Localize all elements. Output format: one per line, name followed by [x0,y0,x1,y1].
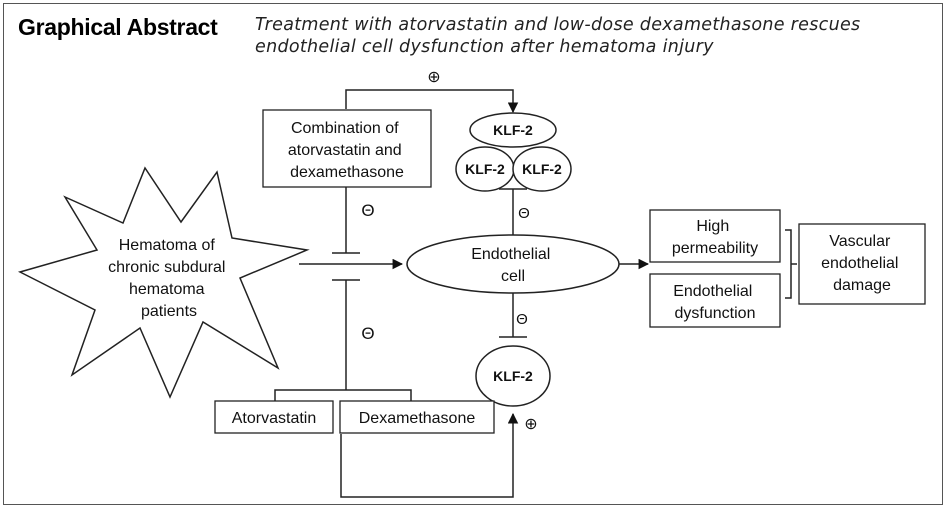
klf2-bottom-label: KLF-2 [493,368,533,384]
klf2-left-label: KLF-2 [465,161,505,177]
plus-icon-bottom: ⊕ [524,416,537,433]
high-permeability-box [649,209,781,263]
title-line-1: Treatment with atorvastatin and low-dose… [255,15,861,35]
dexamethasone-label: Dexamethasone [359,410,476,427]
vascular-damage-line-1: Vascular [829,233,891,250]
high-permeability-line-1: High [696,218,729,235]
combination-box [262,109,432,188]
hematoma-line-3: hematoma [129,281,205,298]
top-feedback-arrow [345,89,519,114]
endothelial-dysfunction-line-1: Endothelial [673,283,752,300]
high-permeability-line-2: permeability [672,240,758,257]
endothelial-dysfunction-box [649,273,781,328]
drug-bracket [274,389,412,401]
hematoma-line-4: patients [141,303,197,320]
vascular-damage-box [798,223,926,305]
endothelial-dysfunction-line-2: dysfunction [675,305,756,322]
bottom-feedback-arrow [340,412,519,498]
hematoma-line-2: chronic subdural [108,259,225,276]
abstract-frame [3,3,943,505]
klf2-right-label: KLF-2 [522,161,562,177]
title-line-2: endothelial cell dysfunction after hemat… [255,37,714,57]
klf2-top-label: KLF-2 [493,122,533,138]
klf2-top-ellipse [469,112,557,148]
minus-icon-klf2-bottom: Θ [516,311,528,328]
vascular-damage-line-2: endothelial [821,255,898,272]
endothelial-cell-label: Endothelial cell [471,246,555,285]
atorvastatin-label: Atorvastatin [232,410,316,427]
hematoma-line-1: Hematoma of [119,237,216,254]
minus-icon-klf2-top: Θ [518,205,530,222]
combination-line-2: atorvastatin and [288,142,402,159]
minus-icon-drugs: Θ [361,324,374,343]
high-permeability-label: High permeability [672,218,758,257]
abstract-title: Treatment with atorvastatin and low-dose… [255,14,935,58]
combination-label: Combination of atorvastatin and dexameth… [288,120,406,181]
graphical-abstract-heading: Graphical Abstract [18,14,218,40]
endothelial-dysfunction-label: Endothelial dysfunction [673,283,757,322]
combination-line-1: Combination of [291,120,399,137]
outcome-bracket [785,229,792,299]
endothelial-cell-line-2: cell [501,268,525,285]
hematoma-label: Hematoma of chronic subdural hematoma pa… [108,237,230,320]
klf2-bottom-ellipse [475,345,551,407]
vascular-damage-line-3: damage [833,277,891,294]
klf2-right-ellipse [512,146,572,192]
vascular-damage-label: Vascular endothelial damage [821,233,903,294]
atorvastatin-box [214,400,334,434]
endothelial-cell-ellipse [406,234,620,294]
minus-icon-combination: Θ [361,201,374,220]
plus-icon-top: ⊕ [427,69,440,86]
combination-line-3: dexamethasone [290,164,404,181]
hematoma-starburst [17,166,310,399]
dexamethasone-box [339,400,495,434]
endothelial-cell-line-1: Endothelial [471,246,550,263]
